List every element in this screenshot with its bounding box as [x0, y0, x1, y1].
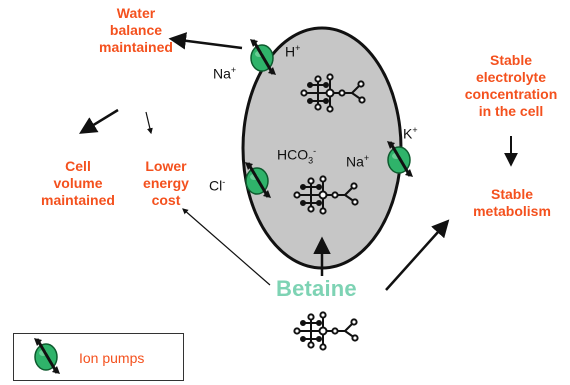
ion-label-h-plus: H+ [285, 43, 301, 60]
legend-box: Ion pumps [13, 333, 184, 381]
arrow-to-lower-energy [145, 111, 153, 135]
arrow-to-cell-volume [79, 108, 119, 134]
ion-label-k-plus: K+ [403, 125, 418, 142]
betaine-molecule-icon [293, 311, 359, 351]
label-water-balance: Water balance maintained [99, 5, 173, 55]
label-stable-metabolism: Stable metabolism [473, 186, 551, 219]
label-cell-volume: Cell volume maintained [41, 158, 115, 208]
arrow-betaine-to-energy [182, 208, 271, 286]
legend-label: Ion pumps [79, 350, 145, 366]
ion-label-na-plus: Na+ [346, 153, 370, 170]
ion-label-cl: Cl- [209, 177, 226, 194]
betaine-label: Betaine [276, 276, 357, 301]
arrow-betaine-to-metabolism [385, 219, 450, 291]
label-stable-electrolyte: Stable electrolyte concentration in the … [464, 52, 558, 119]
ion-label-na-plus: Na+ [213, 65, 237, 82]
label-lower-energy: Lower energy cost [143, 158, 189, 208]
ion-pump-icon [248, 37, 278, 77]
ion-label-hco3: HCO3- [277, 146, 317, 166]
arrow-to-water-balance [168, 32, 243, 50]
